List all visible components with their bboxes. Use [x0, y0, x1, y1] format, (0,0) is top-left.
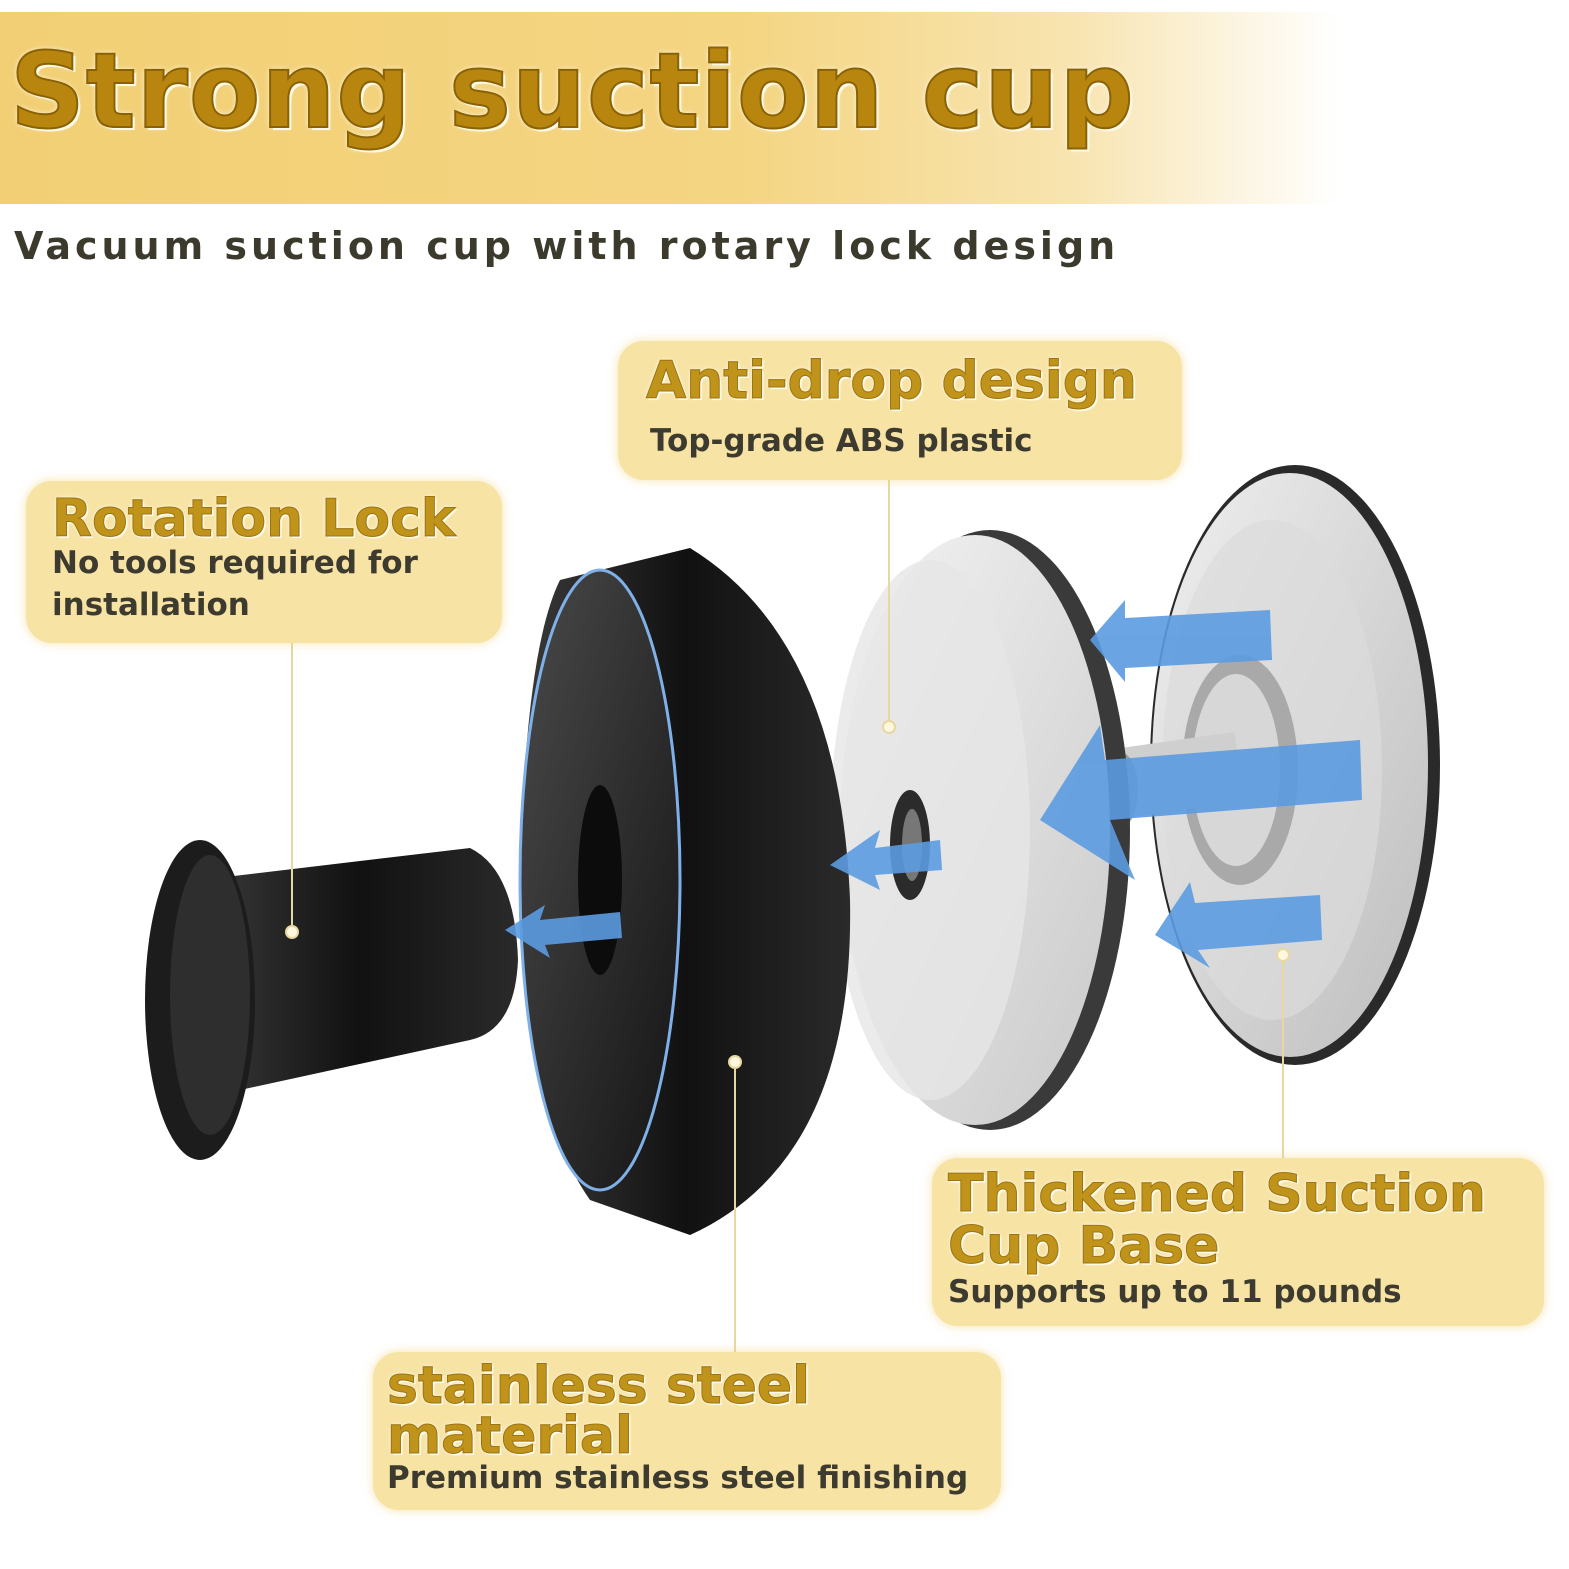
callout-stainless-title-line1: stainless steel: [386, 1356, 811, 1416]
abs-cup: [830, 530, 1130, 1130]
callout-suction-base-title-line1: Thickened Suction: [948, 1164, 1487, 1224]
title-banner: [0, 12, 1340, 204]
callout-suction-base-title-line2: Cup Base: [947, 1216, 1220, 1276]
callout-stainless-title-line2: material: [387, 1406, 634, 1466]
callout-stainless-subtitle: Premium stainless steel finishing: [387, 1460, 969, 1496]
callout-anti-drop-title: Anti-drop design: [646, 351, 1138, 411]
page-subtitle: Vacuum suction cup with rotary lock desi…: [14, 224, 1120, 268]
page-title: Strong suction cup: [9, 29, 1135, 153]
callout-rotation-lock-subtitle: No tools required for installation: [52, 545, 418, 623]
callout-rotation-lock-title: Rotation Lock: [52, 489, 457, 549]
steel-ring: [518, 548, 851, 1235]
rotation-lock-pin: [145, 840, 518, 1160]
callout-rotation-lock: Rotation Lock No tools required for inst…: [26, 481, 502, 643]
callout-anti-drop: Anti-drop design Top-grade ABS plastic: [618, 341, 1182, 480]
assembly-arrows: [505, 600, 1362, 968]
callout-suction-base-subtitle: Supports up to 11 pounds: [948, 1274, 1402, 1310]
callout-anti-drop-subtitle: Top-grade ABS plastic: [650, 423, 1033, 459]
callout-stainless: stainless steel material Premium stainle…: [373, 1352, 1001, 1510]
leader-lines: [285, 480, 1290, 1352]
callout-suction-base: Thickened Suction Cup Base Supports up t…: [932, 1158, 1544, 1326]
